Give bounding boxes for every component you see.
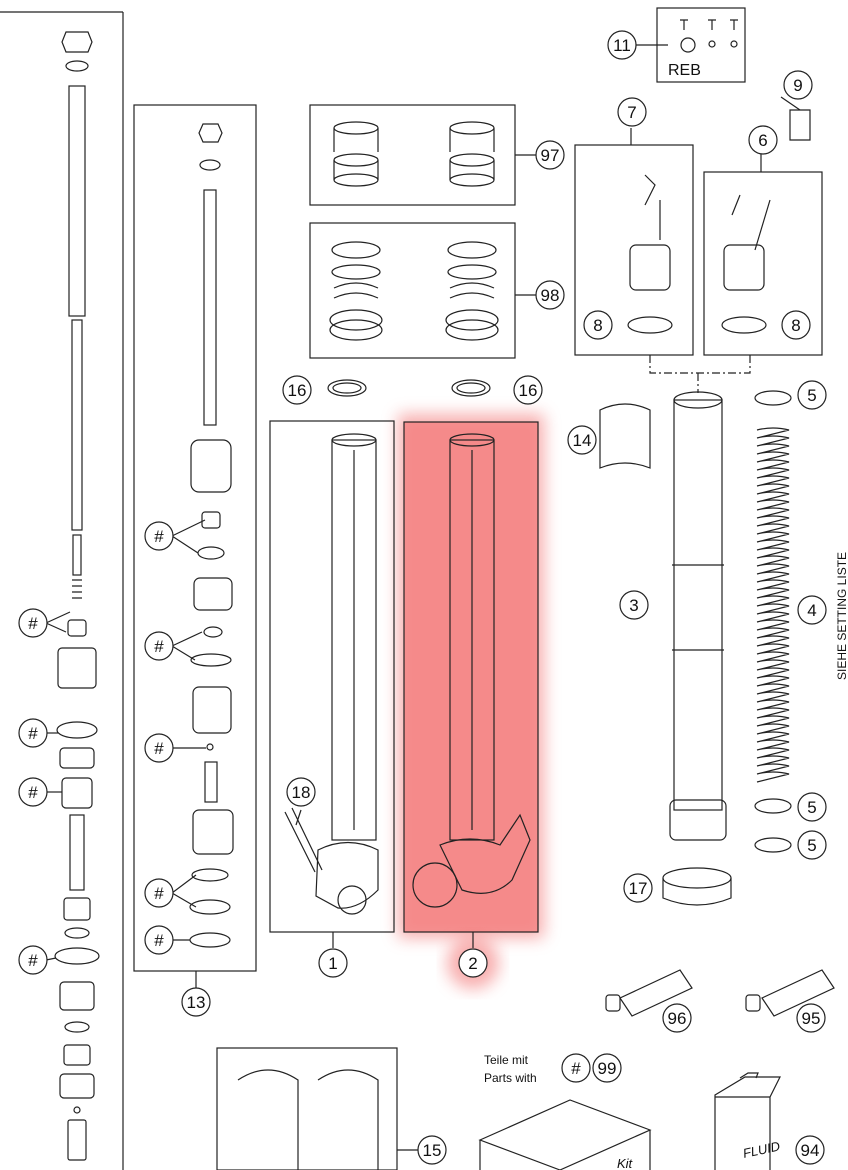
callout-hash: [144, 631, 174, 661]
callout-hash: [18, 608, 48, 638]
callout-label-1: 1: [328, 954, 337, 973]
callout-label-7: 7: [627, 103, 636, 122]
callout-label-96: 96: [668, 1009, 687, 1028]
callout-97: [535, 140, 565, 170]
callout-5: [797, 380, 827, 410]
callout-hash: [18, 945, 48, 975]
callout-hash-label: #: [28, 614, 38, 633]
callout-7: [617, 97, 647, 127]
callout-label-9: 9: [793, 76, 802, 95]
callout-hash-label: #: [154, 637, 164, 656]
callout-16: [513, 375, 543, 405]
parts-with-en: Parts with: [484, 1071, 537, 1085]
callout-label-5: 5: [807, 836, 816, 855]
callout-hash-label: #: [154, 884, 164, 903]
callout-15: [417, 1135, 447, 1165]
callout-label-8: 8: [593, 316, 602, 335]
callout-18: [286, 777, 316, 807]
callout-hash: [561, 1053, 591, 1083]
callout-label-3: 3: [629, 596, 638, 615]
callout-label-95: 95: [802, 1009, 821, 1028]
callout-8: [583, 310, 613, 340]
callout-hash: [144, 733, 174, 763]
callout-label-4: 4: [807, 601, 816, 620]
cartridge-column: [0, 11, 124, 1170]
callout-label-2: 2: [468, 954, 477, 973]
callout-5: [797, 830, 827, 860]
reb-parts-box: [656, 7, 746, 83]
callout-14: [567, 425, 597, 455]
guide-cap: [662, 867, 732, 906]
callout-99: [592, 1053, 622, 1083]
fluid-can: [714, 1072, 781, 1170]
callout-6: [748, 125, 778, 155]
callout-hash-label: #: [154, 527, 164, 546]
fork-leg-2-box: [403, 421, 539, 948]
callout-hash: [144, 878, 174, 908]
callout-label-11: 11: [613, 36, 631, 55]
highlight-part-2: [398, 414, 544, 989]
callout-hash: [144, 925, 174, 955]
callout-17: [623, 873, 653, 903]
callout-label-97: 97: [541, 146, 560, 165]
side-note: SIEHE SETTING LISTE: [835, 552, 848, 680]
callout-11: [607, 30, 637, 60]
callout-hash-label: #: [28, 783, 38, 802]
reb-label: REB: [668, 62, 701, 79]
callout-hash-label: #: [571, 1059, 581, 1078]
callout-5: [797, 792, 827, 822]
leader-lines: [45, 44, 801, 961]
parts-with-de: Teile mit: [484, 1053, 529, 1067]
damper-cartridge-box: [133, 104, 257, 988]
callout-label-5: 5: [807, 798, 816, 817]
callout-label-13: 13: [187, 993, 206, 1012]
fork-guard-box: [216, 1047, 418, 1170]
callout-label-17: 17: [629, 879, 648, 898]
callout-hash-label: #: [28, 724, 38, 743]
callout-label-18: 18: [292, 783, 311, 802]
callout-label-8: 8: [791, 316, 800, 335]
callout-8: [781, 310, 811, 340]
callout-label-5: 5: [807, 386, 816, 405]
callout-label-6: 6: [758, 131, 767, 150]
inner-tube: [669, 391, 727, 841]
callout-16: [282, 375, 312, 405]
callout-4: [797, 595, 827, 625]
rebound-adjuster-box: [703, 109, 823, 356]
callout-hash-label: #: [154, 739, 164, 758]
seals-box: [309, 222, 536, 359]
sleeve: [599, 403, 651, 469]
callout-label-15: 15: [423, 1141, 442, 1160]
callout-13: [181, 987, 211, 1017]
callout-98: [535, 280, 565, 310]
callout-96: [662, 1003, 692, 1033]
callout-label-94: 94: [801, 1141, 820, 1160]
callout-95: [796, 1003, 826, 1033]
callout-label-14: 14: [573, 431, 592, 450]
spring: [754, 390, 792, 853]
callout-1: [318, 948, 348, 978]
callout-hash-label: #: [154, 931, 164, 950]
fork-leg-1-box: [269, 420, 395, 948]
kit-label: Kit: [617, 1156, 634, 1170]
callout-9: [783, 70, 813, 100]
fluid-label: FLUID: [742, 1138, 782, 1160]
callout-hash-label: #: [28, 951, 38, 970]
callout-3: [619, 590, 649, 620]
callout-2: [458, 948, 488, 978]
callout-label-98: 98: [541, 286, 560, 305]
compression-adjuster-box: [574, 128, 694, 356]
grease-tubes: [605, 969, 835, 1017]
callout-hash: [144, 521, 174, 551]
bushings-box: [309, 104, 536, 206]
parts-kit-box: [478, 1099, 652, 1170]
callout-label-16: 16: [288, 381, 307, 400]
callout-label-99: 99: [598, 1059, 617, 1078]
dust-rings: [327, 379, 491, 397]
callout-hash: [18, 718, 48, 748]
callout-94: [795, 1135, 825, 1165]
callout-hash: [18, 777, 48, 807]
callout-label-16: 16: [519, 381, 538, 400]
